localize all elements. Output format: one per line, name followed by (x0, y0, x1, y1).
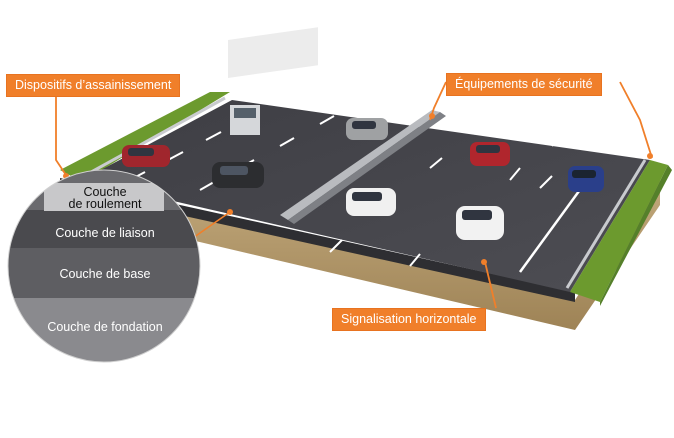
right-grass-edge (600, 165, 672, 306)
road-base-layer (60, 178, 575, 302)
roulement-strip (44, 183, 164, 211)
car-white-left (346, 188, 396, 216)
right-grass-verge (570, 160, 668, 302)
central-barrier (280, 110, 440, 220)
car-white-right (456, 206, 504, 240)
marking-callout-line (484, 261, 497, 309)
car-silver (346, 118, 388, 140)
left-grass-verge (60, 92, 230, 182)
label-couche-roulement: Couche de roulement (68, 185, 142, 211)
layer-pointer-line (189, 211, 231, 241)
car-red-left (122, 145, 170, 167)
label-couche-liaison: Couche de liaison (55, 226, 155, 240)
car-blue (568, 166, 604, 192)
safety-callout-line-right (619, 81, 653, 159)
callout-road-marking: Signalisation horizontale (332, 308, 486, 331)
car-red-right (470, 142, 510, 166)
car-black (212, 162, 264, 188)
central-barrier-shadow (288, 112, 446, 224)
label-couche-fondation: Couche de fondation (47, 320, 163, 334)
layer-band-liaison (8, 210, 200, 248)
left-guardrail (83, 96, 226, 178)
label-couche-base: Couche de base (59, 267, 151, 281)
drainage-callout-line (55, 90, 69, 179)
truck (228, 27, 318, 135)
callout-drainage: Dispositifs d’assainissement (6, 74, 181, 97)
layer-band-base (8, 248, 200, 298)
right-guardrail (565, 159, 647, 289)
callout-safety-equipment: Équipements de sécurité (446, 73, 602, 96)
